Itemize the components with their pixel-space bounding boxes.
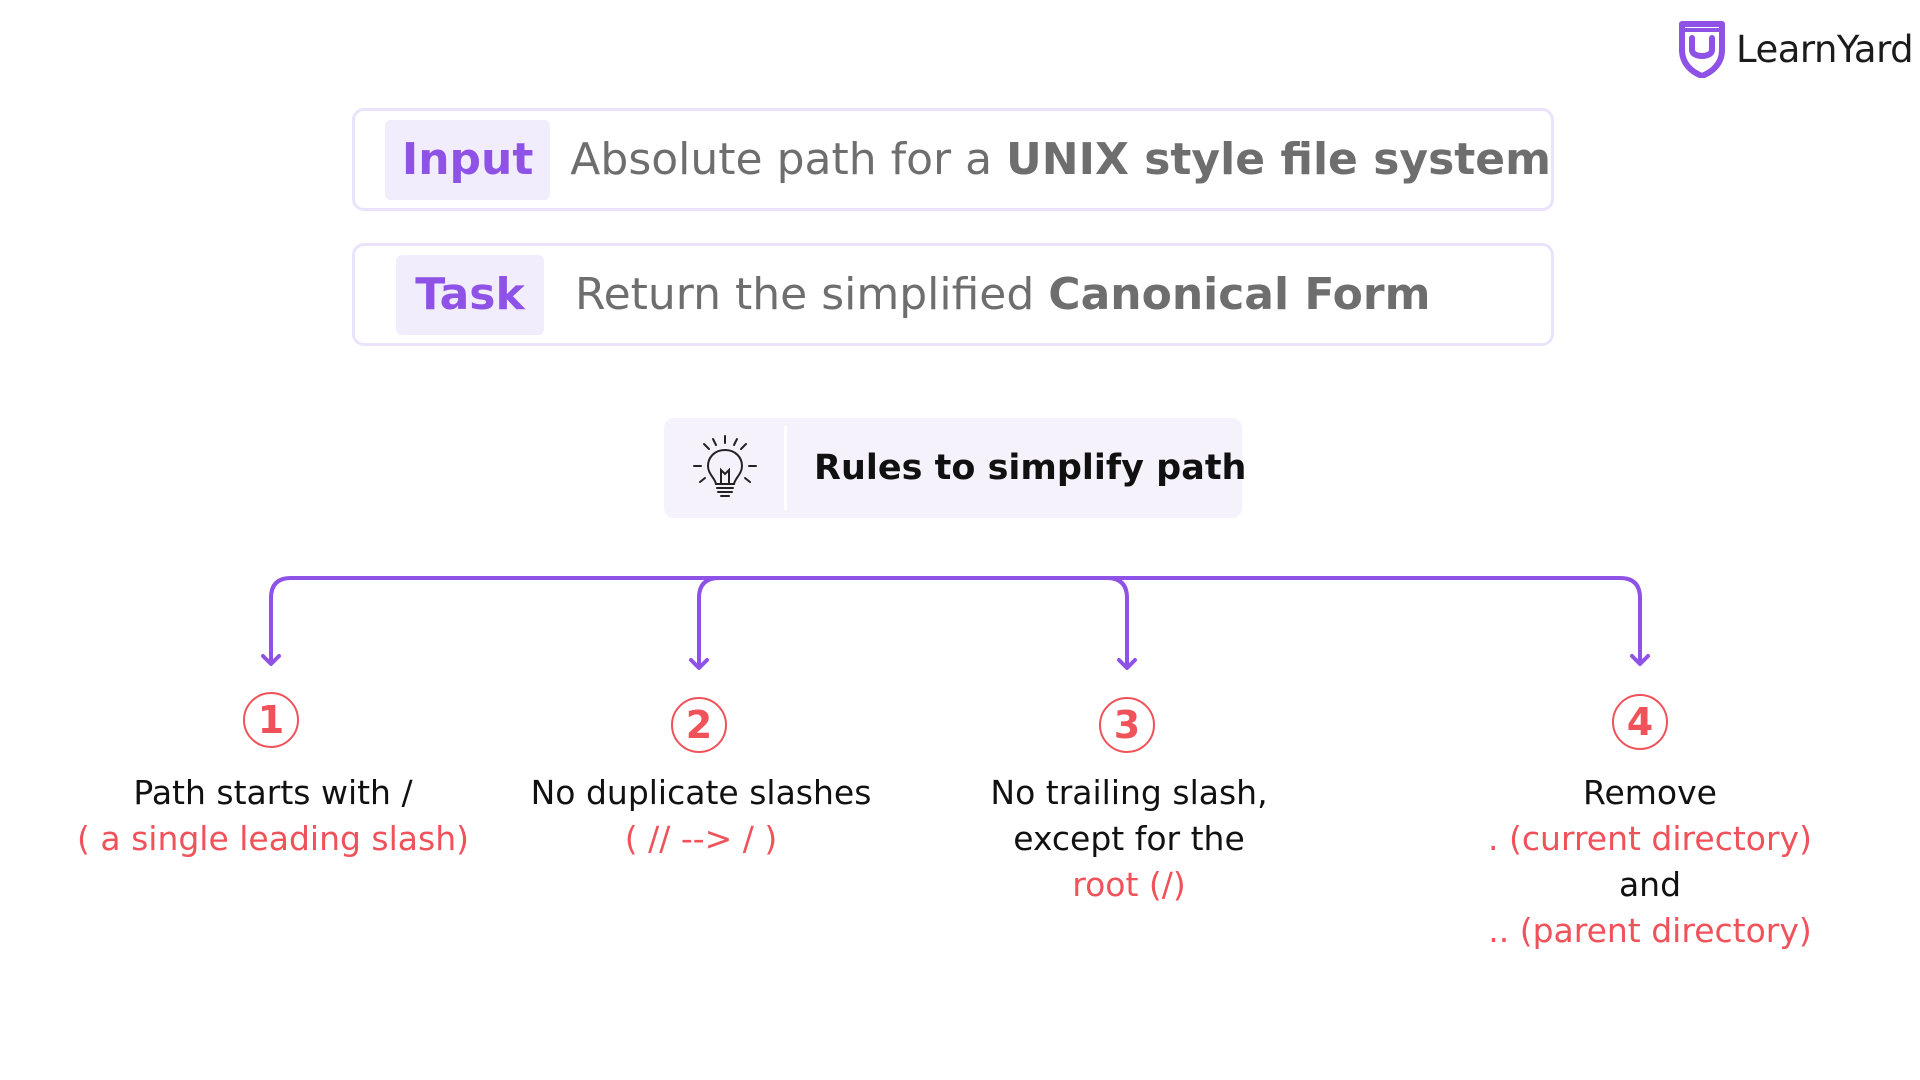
input-tag: Input (385, 119, 551, 200)
step-2-number: 2 (671, 697, 727, 753)
step-4-line: Remove (1583, 773, 1717, 812)
input-box: Input Absolute path for a UNIX style fil… (352, 108, 1554, 211)
step-4-highlight-1: . (current directory) (1488, 819, 1812, 858)
task-box: Task Return the simplified Canonical For… (352, 243, 1554, 346)
rules-header: Rules to simplify path (664, 418, 1246, 518)
step-2-line: No duplicate slashes (530, 773, 872, 812)
step-1-highlight: ( a single leading slash) (77, 819, 469, 858)
connector-line-1 (269, 576, 1642, 664)
arrowhead-1 (261, 654, 281, 666)
arrowhead-4 (1630, 654, 1650, 666)
learnyard-logo: LearnYard (1676, 20, 1914, 78)
step-3-line-1: No trailing slash, (990, 773, 1268, 812)
step-3-line-2: except for the (1013, 819, 1245, 858)
step-3-number: 3 (1099, 697, 1155, 753)
arrowhead-3 (1117, 658, 1137, 670)
connector-lines (261, 576, 1650, 670)
step-2-highlight: ( // --> / ) (624, 819, 778, 858)
step-4-highlight-2: .. (parent directory) (1488, 911, 1812, 950)
step-3-highlight: root (/) (1072, 865, 1186, 904)
step-1-number: 1 (243, 692, 299, 748)
input-description: Absolute path for a UNIX style file syst… (570, 134, 1551, 185)
step-3-text: No trailing slash, except for the root (… (909, 770, 1349, 908)
lightbulb-icon (693, 435, 757, 497)
task-description: Return the simplified Canonical Form (575, 269, 1431, 320)
task-tag: Task (396, 254, 544, 335)
step-4-text: Remove . (current directory) and .. (par… (1430, 770, 1870, 954)
rules-title: Rules to simplify path (814, 448, 1247, 488)
connector-line-2 (697, 576, 1129, 668)
shield-u-icon (1679, 21, 1725, 78)
step-2-text: No duplicate slashes ( // --> / ) (481, 770, 921, 862)
rules-divider (784, 426, 787, 510)
arrowhead-2 (689, 658, 709, 670)
step-4-middle: and (1618, 865, 1682, 904)
step-1-text: Path starts with / ( a single leading sl… (53, 770, 493, 862)
step-4-number: 4 (1612, 694, 1668, 750)
step-1-line: Path starts with / (133, 773, 413, 812)
logo-text: LearnYard (1736, 27, 1914, 71)
